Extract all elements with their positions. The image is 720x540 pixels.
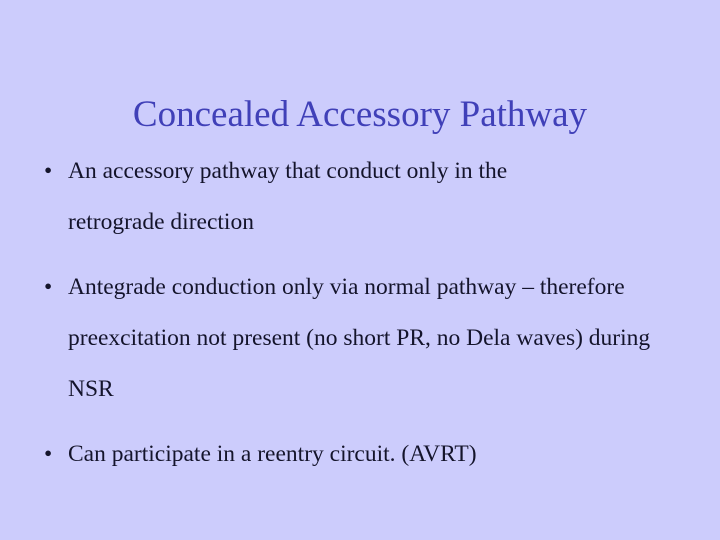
list-item: • Can participate in a reentry circuit. … xyxy=(40,429,680,480)
list-item: • Antegrade conduction only via normal p… xyxy=(40,262,680,415)
page-title: Concealed Accessory Pathway xyxy=(132,93,588,135)
bullet-point-icon: • xyxy=(44,274,53,300)
bullet-point-icon: • xyxy=(44,441,53,467)
bullet-point-icon: • xyxy=(44,158,53,184)
list-item-text: An accessory pathway that conduct only i… xyxy=(68,158,508,235)
list-item: • An accessory pathway that conduct only… xyxy=(40,146,680,248)
slide-body-bullet-list: • An accessory pathway that conduct only… xyxy=(40,146,680,480)
list-item-text: Can participate in a reentry circuit. (A… xyxy=(68,441,477,467)
slide-title-container: Concealed Accessory Pathway xyxy=(0,68,720,162)
list-item-text: Antegrade conduction only via normal pat… xyxy=(68,274,651,402)
